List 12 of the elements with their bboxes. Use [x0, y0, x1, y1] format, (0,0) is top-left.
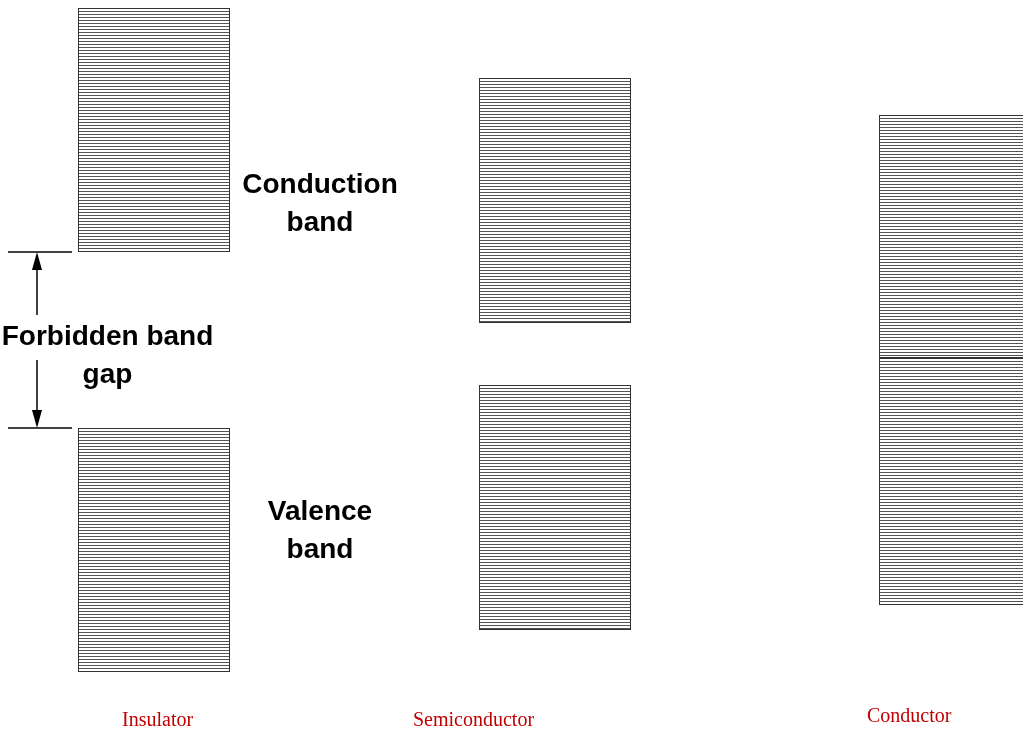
band-label: Forbidden band gap — [0, 319, 215, 391]
energy-band-bar — [78, 8, 230, 252]
energy-band-bar — [479, 385, 631, 630]
band-label: Valence band — [266, 494, 374, 566]
energy-band-bar — [78, 428, 230, 672]
energy-band-bar — [879, 115, 1023, 358]
energy-band-bar — [479, 78, 631, 323]
material-label: Semiconductor — [413, 708, 535, 731]
material-label: Conductor — [867, 704, 952, 727]
band-label: Conduction band — [241, 167, 399, 239]
energy-band-bar — [879, 358, 1023, 605]
material-label: Insulator — [122, 708, 194, 731]
